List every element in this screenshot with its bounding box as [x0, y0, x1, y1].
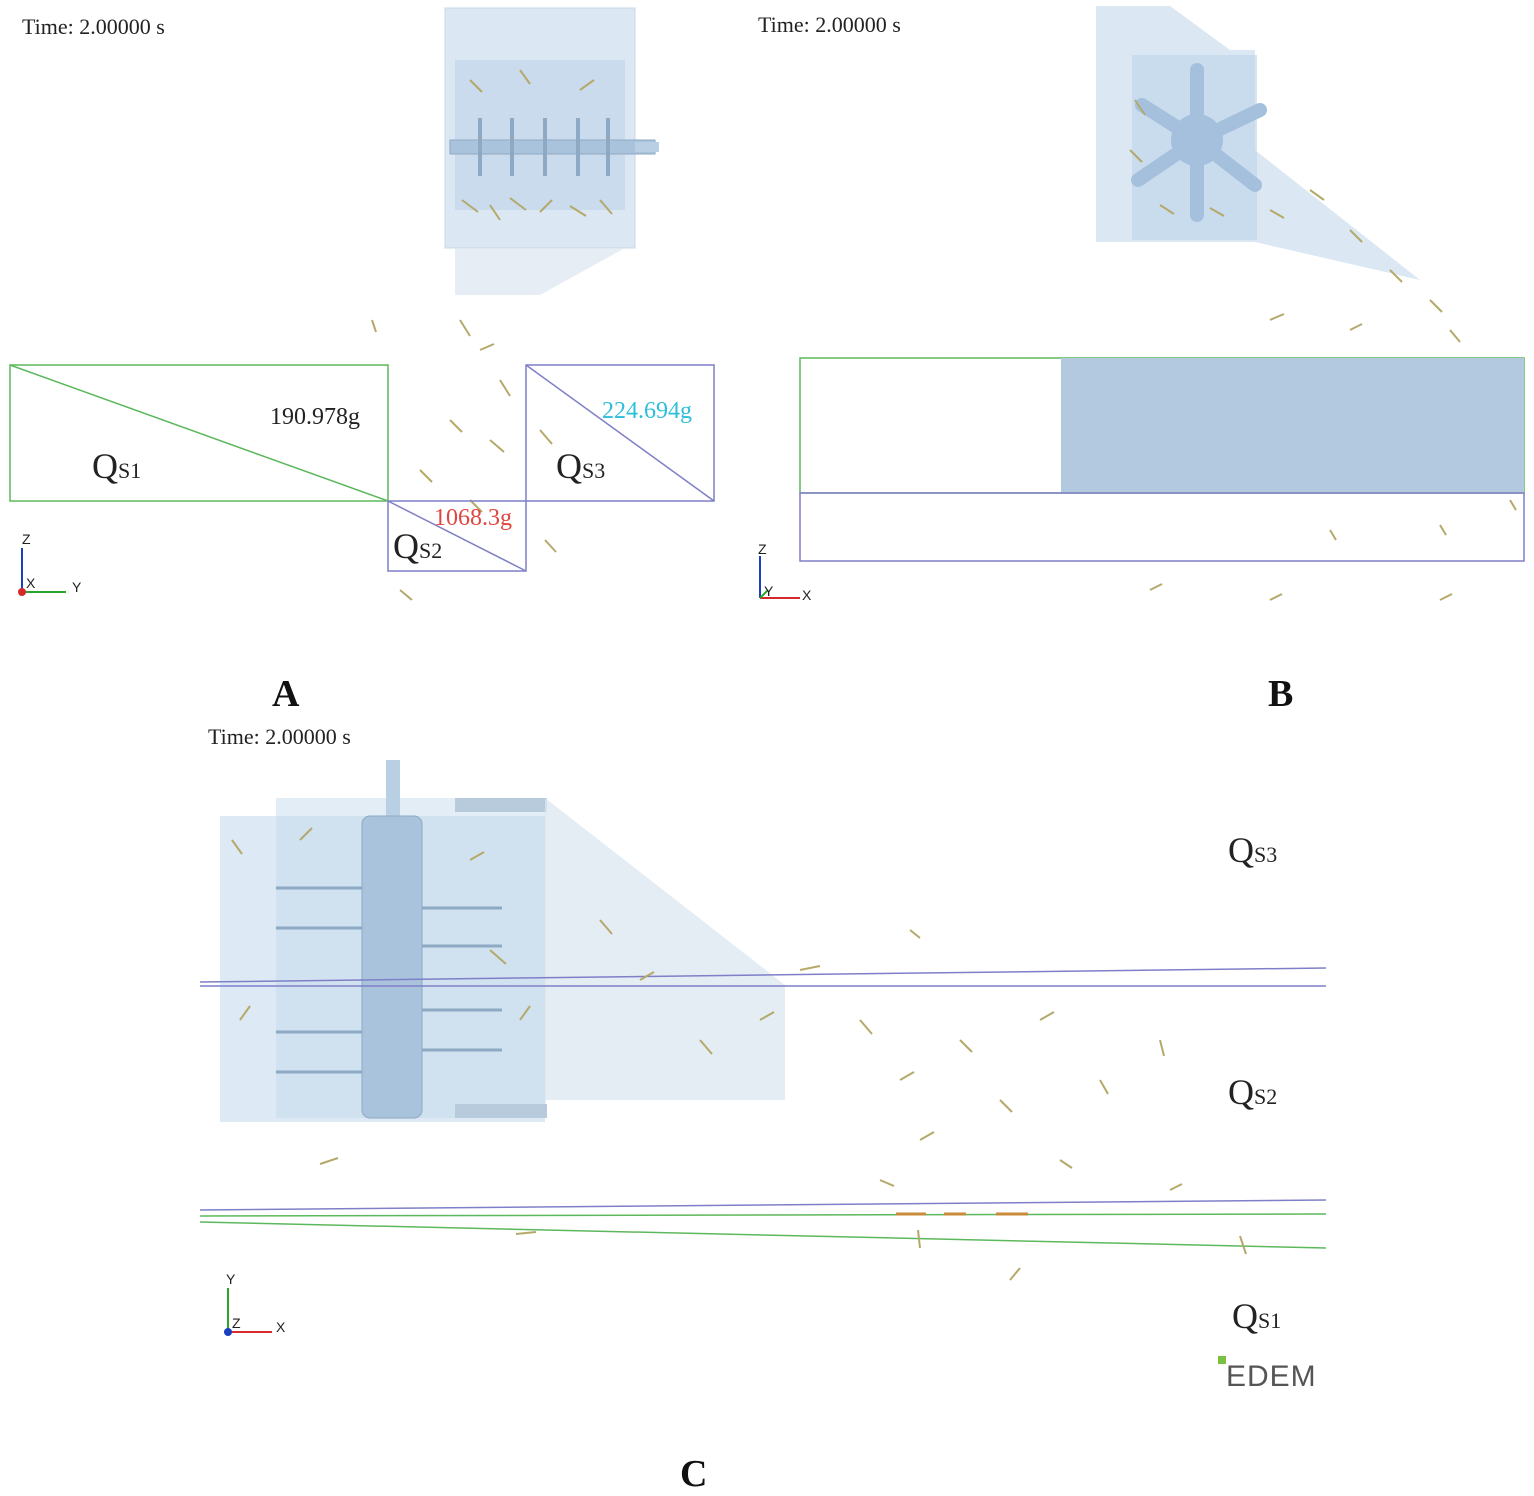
panel-b-zone-lower — [799, 492, 1525, 562]
panel-c-drum — [361, 815, 423, 1119]
panel-c-zone-lines — [199, 967, 1327, 1249]
panel-c-shaft-top — [386, 760, 400, 820]
panel-a: Time: 2.00000 s — [0, 0, 740, 720]
zone-qs3-label: QS3 — [556, 446, 605, 486]
panel-a-letter: A — [272, 673, 300, 715]
panel-b-axis-triad: Z X Y — [758, 541, 812, 603]
mass-qs2: 1068.3g — [434, 505, 512, 531]
panel-c: Time: 2.00000 s — [0, 720, 1534, 1495]
panel-a-axis-triad: Z Y X — [18, 531, 82, 596]
panel-c-axis-vertical: Y — [226, 1271, 236, 1287]
zone-qs2-box — [387, 500, 527, 572]
panel-c-tines — [276, 886, 502, 1074]
panel-c-axis-triad: Y X Z — [224, 1271, 286, 1336]
zone-qs3-box — [525, 364, 715, 502]
panel-c-zone-qs1-label: QS1 — [1232, 1296, 1281, 1336]
panel-b-time: Time: 2.00000 s — [758, 12, 901, 37]
panel-b-rotor-hub — [1171, 114, 1223, 166]
panel-c-zone-qs2-label: QS2 — [1228, 1072, 1277, 1112]
zone-qs1-box — [9, 364, 389, 502]
panel-a-view: QS1 QS2 QS3 190.978g 1068.3g 224.694g Z … — [9, 7, 715, 601]
zone-qs2-diagonal — [387, 500, 527, 572]
panel-b-collector-fill — [1061, 358, 1524, 493]
panel-c-chute-bottom — [455, 1104, 547, 1118]
panel-b-view: Z X Y — [758, 6, 1525, 603]
panel-a-blades — [478, 118, 610, 176]
panel-a-axis-horizontal: Y — [72, 579, 82, 595]
panel-a-axis-out: X — [26, 575, 36, 591]
zone-qs2-label: QS2 — [393, 526, 442, 566]
panel-b: Time: 2.00000 s — [750, 0, 1534, 720]
mass-qs1: 190.978g — [270, 404, 360, 430]
edem-logo: EDEM — [1218, 1356, 1317, 1393]
panel-b-particles — [1129, 99, 1517, 601]
panel-a-chute — [455, 248, 625, 295]
zone-qs3-diagonal — [525, 364, 715, 502]
panel-c-letter: C — [680, 1453, 708, 1495]
panel-a-particles — [371, 69, 613, 601]
panel-b-axis-vertical: Z — [758, 541, 767, 557]
panel-a-shaft-end — [635, 142, 659, 152]
edem-logo-text: EDEM — [1226, 1360, 1317, 1393]
mass-qs3: 224.694g — [602, 398, 692, 424]
panel-c-time: Time: 2.00000 s — [208, 724, 351, 749]
zone-qs1-label: QS1 — [92, 446, 141, 486]
panel-a-axis-vertical: Z — [22, 531, 31, 547]
panel-c-zone-qs3-label: QS3 — [1228, 830, 1277, 870]
panel-c-chute-top — [455, 798, 547, 812]
panel-b-axis-horizontal: X — [802, 587, 812, 603]
panel-c-chute — [545, 798, 785, 1100]
panel-b-axis-out: Y — [764, 583, 774, 599]
panel-b-letter: B — [1268, 673, 1294, 715]
panel-c-axis-out: Z — [232, 1315, 241, 1331]
panel-a-inner-housing — [455, 60, 625, 210]
panel-c-view: QS3 QS2 QS1 Y X Z EDEM — [199, 760, 1327, 1393]
panel-c-axis-horizontal: X — [276, 1319, 286, 1335]
panel-a-time: Time: 2.00000 s — [22, 14, 165, 39]
zone-qs1-diagonal — [9, 364, 389, 502]
panel-c-particles — [231, 827, 1247, 1281]
